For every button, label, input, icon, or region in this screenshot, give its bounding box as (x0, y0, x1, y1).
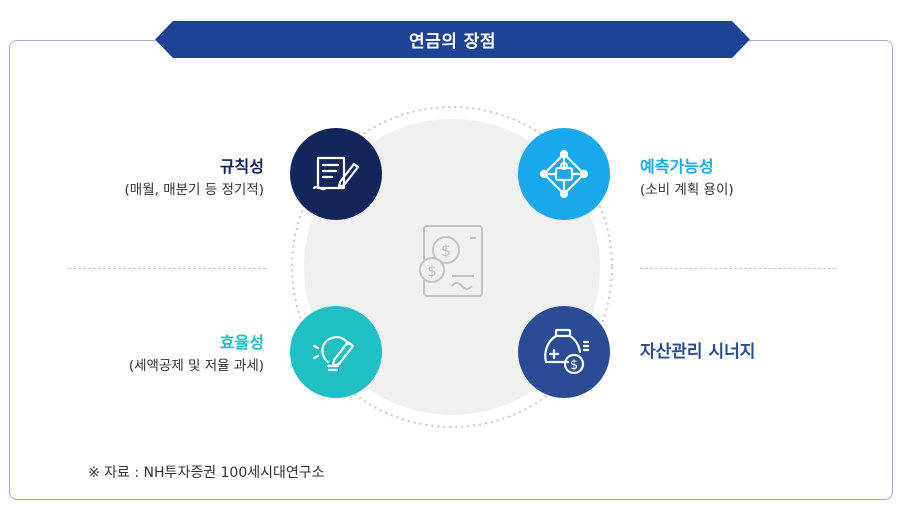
item-efficiency: 효율성 (세액공제 및 저율 과세) (34, 332, 264, 376)
item-title: 규칙성 (219, 157, 264, 176)
network-target-icon (539, 149, 589, 199)
lightbulb-pen-icon (312, 336, 355, 372)
item-subtitle: (세액공제 및 저율 과세) (128, 358, 264, 374)
synergy-circle: $ (518, 306, 610, 398)
regularity-circle (290, 128, 382, 220)
svg-text:$: $ (427, 262, 437, 280)
item-title: 효율성 (219, 333, 264, 352)
coin-document-icon: $ $ (419, 225, 483, 297)
page-title: 연금의 장점 (408, 32, 497, 52)
efficiency-circle (290, 306, 382, 398)
source-note: ※ 자료 : NH투자증권 100세시대연구소 (88, 465, 325, 481)
item-regularity: 규칙성 (매월, 매분기 등 정기적) (34, 156, 264, 200)
item-predictability: 예측가능성 (소비 계획 용이) (640, 156, 860, 200)
divider-left (68, 268, 266, 269)
item-title: 예측가능성 (640, 157, 714, 176)
item-synergy: 자산관리 시너지 (640, 341, 860, 363)
item-subtitle: (소비 계획 용이) (640, 182, 734, 198)
divider-right (640, 268, 836, 269)
title-ribbon: 연금의 장점 (155, 21, 750, 58)
svg-text:$: $ (441, 241, 451, 260)
dotted-ring (291, 106, 613, 428)
money-bag-plus-icon: $ (544, 328, 590, 375)
predictability-circle (518, 128, 610, 220)
svg-text:$: $ (570, 358, 578, 373)
item-subtitle: (매월, 매분기 등 정기적) (124, 182, 264, 198)
document-signature-icon (312, 156, 360, 191)
item-title: 자산관리 시너지 (640, 342, 756, 362)
